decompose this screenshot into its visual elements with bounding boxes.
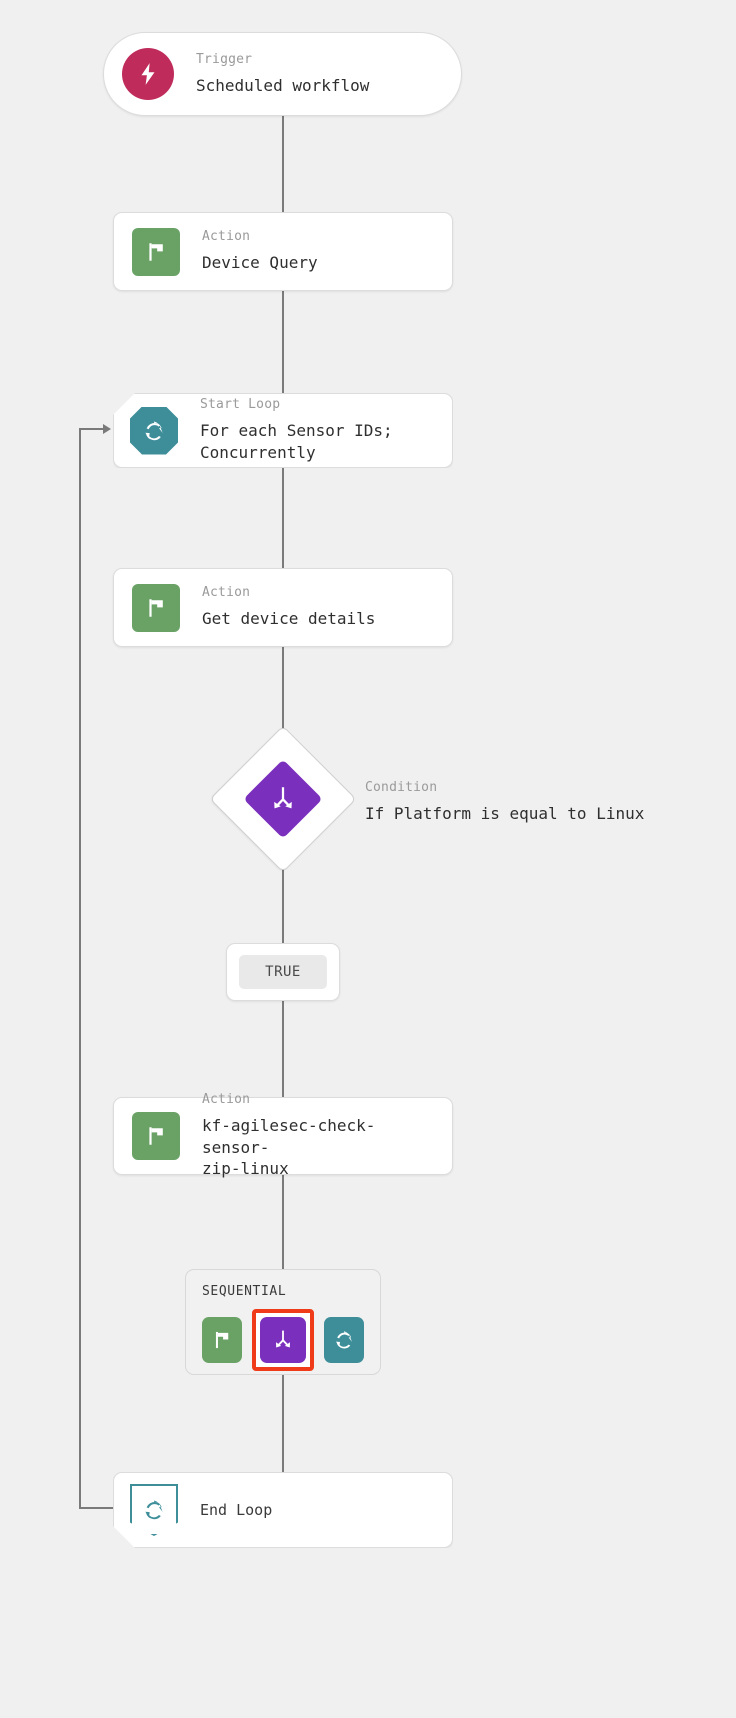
sequential-item-action[interactable] [202, 1317, 242, 1363]
node-check-sensor-zip-linux[interactable]: Action kf-agilesec-check-sensor- zip-lin… [113, 1092, 453, 1178]
sequential-group-title: SEQUENTIAL [202, 1284, 287, 1299]
edge-get-device-to-condition [282, 645, 284, 748]
flag-icon [132, 1112, 180, 1160]
node-start-loop[interactable]: Start Loop For each Sensor IDs; Concurre… [113, 393, 453, 468]
trigger-kicker: Trigger [196, 51, 253, 67]
device-query-kicker: Action [202, 229, 251, 245]
check-sensor-kicker: Action [202, 1092, 251, 1108]
get-device-details-labels: Action Get device details [202, 585, 375, 630]
node-condition[interactable] [209, 725, 357, 873]
edge-check-sensor-to-sequential [282, 1175, 284, 1269]
sequential-item-condition[interactable] [260, 1317, 306, 1363]
node-true-branch[interactable]: TRUE [226, 943, 340, 1001]
start-loop-title: For each Sensor IDs; Concurrently [200, 421, 393, 462]
get-device-details-kicker: Action [202, 585, 251, 601]
edge-sequential-to-end-loop [282, 1375, 284, 1472]
flag-icon [211, 1329, 233, 1351]
sequential-group[interactable]: SEQUENTIAL [185, 1269, 381, 1375]
edge-loopback-vertical [79, 428, 81, 1509]
flag-icon [132, 227, 180, 276]
loop-refresh-icon [130, 407, 178, 455]
edge-true-to-check-sensor [282, 1001, 284, 1097]
condition-kicker: Condition [365, 780, 438, 795]
edge-start-loop-to-get-device [282, 468, 284, 570]
sequential-item-condition-selected[interactable] [252, 1309, 314, 1371]
check-sensor-title: kf-agilesec-check-sensor- zip-linux [202, 1116, 376, 1179]
edge-trigger-to-device-query [282, 116, 284, 212]
edge-device-query-to-start-loop [282, 291, 284, 393]
start-loop-labels: Start Loop For each Sensor IDs; Concurre… [200, 397, 393, 463]
trigger-labels: Trigger Scheduled workflow [196, 52, 369, 97]
lightning-bolt-icon [122, 48, 174, 100]
end-loop-title: End Loop [200, 1500, 273, 1519]
node-trigger[interactable]: Trigger Scheduled workflow [103, 32, 462, 116]
edge-loopback-bottom [79, 1507, 115, 1509]
end-loop-labels: End Loop [200, 1500, 272, 1520]
branch-icon [266, 782, 300, 816]
sequential-icon-row [202, 1309, 364, 1371]
condition-title: If Platform is equal to Linux [365, 804, 645, 823]
flag-icon [132, 583, 180, 632]
get-device-details-title: Get device details [202, 609, 376, 629]
sequential-item-loop[interactable] [324, 1317, 364, 1363]
branch-icon [271, 1328, 295, 1352]
device-query-labels: Action Device Query [202, 229, 318, 274]
node-end-loop[interactable]: End Loop [113, 1472, 453, 1548]
loop-refresh-icon [332, 1328, 356, 1352]
true-badge: TRUE [239, 955, 327, 989]
condition-labels: Condition If Platform is equal to Linux [365, 780, 644, 825]
check-sensor-labels: Action kf-agilesec-check-sensor- zip-lin… [202, 1092, 434, 1180]
node-get-device-details[interactable]: Action Get device details [113, 568, 453, 647]
start-loop-kicker: Start Loop [200, 397, 281, 413]
edge-loopback-arrowhead [103, 424, 111, 434]
edge-loopback-top [79, 428, 107, 430]
device-query-title: Device Query [202, 253, 318, 273]
node-device-query[interactable]: Action Device Query [113, 212, 453, 291]
trigger-title: Scheduled workflow [196, 75, 370, 95]
edge-condition-to-true [282, 851, 284, 943]
loop-refresh-icon [130, 1484, 178, 1536]
